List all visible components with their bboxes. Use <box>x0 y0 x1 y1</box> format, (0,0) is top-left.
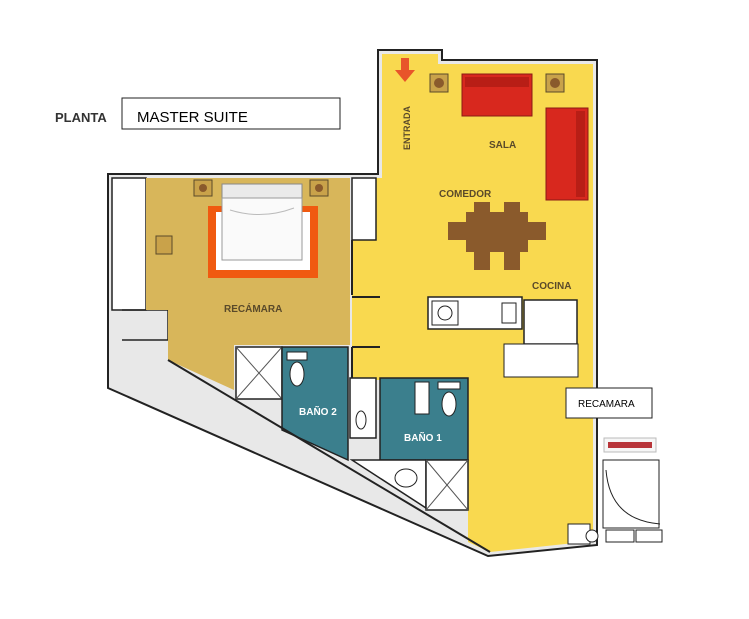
dining-chair <box>448 222 466 240</box>
bano1-shelf <box>414 381 430 415</box>
door-swing <box>605 469 661 525</box>
bench-seg <box>605 529 635 543</box>
bench-seg <box>635 529 663 543</box>
diagonal-wall <box>167 359 491 553</box>
recamara-box <box>565 387 653 419</box>
shower-x <box>425 459 469 511</box>
bano2-label: BAÑO 2 <box>299 405 337 418</box>
stove-burner <box>437 305 453 321</box>
bed-pillow-stripe <box>608 442 652 448</box>
bano1-toilet-icon <box>441 391 457 417</box>
shower-x <box>235 346 283 400</box>
dining-chair <box>504 202 520 212</box>
suite-name-box <box>121 97 341 130</box>
sala-label: SALA <box>489 140 516 151</box>
dining-chair <box>504 252 520 270</box>
sofa-right-back <box>576 111 585 197</box>
corner-circle <box>585 529 599 543</box>
bed-sheet-fold <box>229 207 295 216</box>
cocina-label: COCINA <box>532 281 571 292</box>
suite-name: MASTER SUITE <box>137 109 248 126</box>
entrada-label: ENTRADA <box>402 106 412 150</box>
bano2-toilet-icon <box>289 361 305 387</box>
closet-left <box>111 177 147 311</box>
dining-chair <box>528 222 546 240</box>
bano1-label: BAÑO 1 <box>404 431 442 444</box>
bano1-toilet-tank <box>437 381 461 390</box>
bano2-toilet-tank <box>286 351 308 361</box>
recamara-box-label: RECAMARA <box>578 399 635 410</box>
lamp-icon <box>315 184 323 192</box>
closet-column <box>351 177 377 241</box>
bano2-sink-icon <box>355 410 367 430</box>
recamara-main-label: RECÁMARA <box>224 302 282 315</box>
kitchen-island <box>503 343 579 378</box>
lamp-icon <box>199 184 207 192</box>
dining-chair <box>474 202 490 212</box>
sink-icon <box>501 302 517 324</box>
lamp-icon <box>434 78 444 88</box>
bano2-sink-counter <box>349 377 377 439</box>
dining-chair <box>474 252 490 270</box>
entrance-arrow-icon <box>395 58 415 82</box>
lamp-icon <box>550 78 560 88</box>
bed-frame-2 <box>602 459 660 529</box>
bano1-sink-icon <box>394 468 418 488</box>
refrigerator <box>523 299 578 345</box>
sofa-top-back <box>465 77 529 87</box>
bedroom-side-table <box>155 235 173 255</box>
stove-icon <box>431 300 459 326</box>
comedor-label: COMEDOR <box>439 189 492 200</box>
planta-label: PLANTA <box>55 110 107 125</box>
bed-mattress <box>221 197 303 261</box>
dining-table <box>466 212 528 252</box>
